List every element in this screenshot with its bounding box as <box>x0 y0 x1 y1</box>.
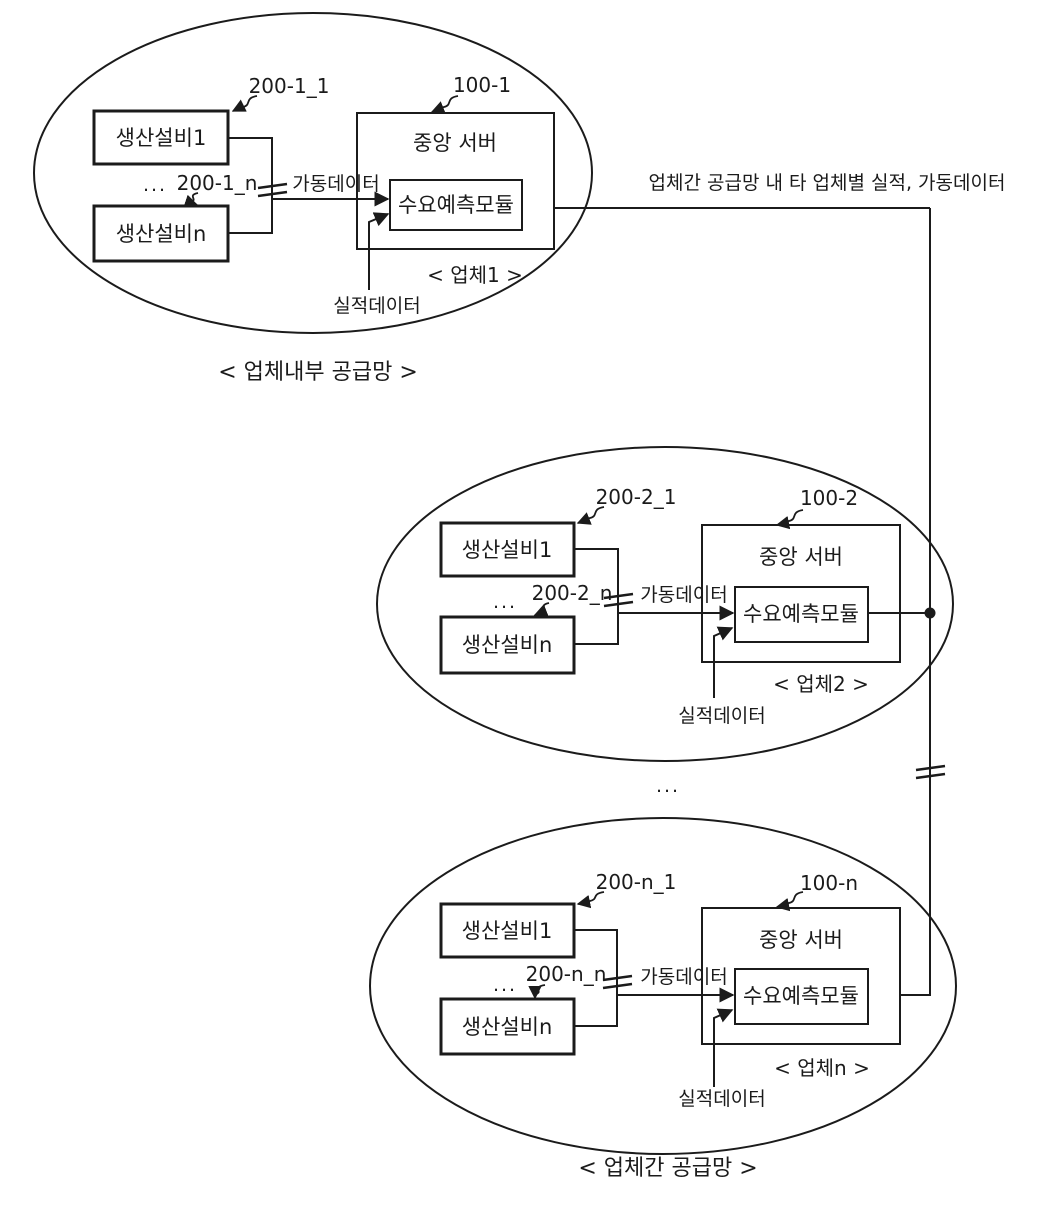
company-n-boundary-ellipse <box>369 817 957 1155</box>
result-data-label: 실적데이터 <box>678 705 765 727</box>
company-2-boundary-ellipse <box>376 446 954 762</box>
operation-data-label: 가동데이터 <box>640 584 727 606</box>
demand-prediction-module-box <box>734 968 869 1025</box>
demand-prediction-module-label: 수요예측모듈 <box>743 602 859 626</box>
leader-ref-facility-1 <box>576 506 605 525</box>
leader-ref-facility-1 <box>576 891 605 909</box>
collector-break-mark <box>602 982 633 990</box>
result-data-label: 실적데이터 <box>333 295 420 317</box>
leader-ref-facility-n <box>183 192 199 208</box>
facility-n-box <box>439 615 576 675</box>
demand-prediction-module-box <box>734 586 869 643</box>
facility-1-label: 생산설비1 <box>462 538 553 562</box>
facility-n-label: 생산설비n <box>462 1015 553 1039</box>
leader-ref-facility-1 <box>231 95 258 112</box>
facility-n-label: 생산설비n <box>462 633 553 657</box>
facility-1-box <box>439 902 576 959</box>
central-server-title: 중앙 서버 <box>759 545 843 569</box>
facility-n-label: 생산설비n <box>116 222 207 246</box>
facility-1-label: 생산설비1 <box>462 919 553 943</box>
external-network-caption: < 업체간 공급망 > <box>578 1156 757 1181</box>
company-n-id-label: < 업체n > <box>774 1056 870 1080</box>
facility-ellipsis: ... <box>493 974 517 996</box>
ref-facility-n-label: 200-1_n <box>177 171 258 195</box>
bus-break-mark <box>915 764 946 772</box>
central-server-title: 중앙 서버 <box>413 131 497 155</box>
ref-facility-1-label: 200-1_1 <box>249 74 330 98</box>
result-data-arrow <box>713 626 734 698</box>
between-companies-ellipsis: ... <box>656 775 680 797</box>
demand-prediction-module-box <box>389 179 523 231</box>
result-data-label: 실적데이터 <box>678 1088 765 1110</box>
company-2-group: 생산설비1 생산설비n ... 200-2_1 200-2_n 100-2 중앙… <box>376 446 954 762</box>
central-server-title: 중앙 서버 <box>759 928 843 952</box>
facility-1-box <box>92 109 230 166</box>
collector-break-mark <box>602 974 633 982</box>
ref-facility-n-label: 200-n_n <box>526 962 607 986</box>
demand-prediction-module-label: 수요예측모듈 <box>743 984 859 1008</box>
demand-prediction-module-label: 수요예측모듈 <box>398 193 514 217</box>
facility-1-label: 생산설비1 <box>116 126 207 150</box>
ref-server-label: 100-2 <box>800 486 858 510</box>
collector-break-mark <box>257 182 288 190</box>
collector-break-mark <box>603 592 634 600</box>
leader-ref-server <box>430 95 459 114</box>
facility-1-box <box>439 521 576 578</box>
leader-ref-server <box>775 509 804 530</box>
collector-break-mark <box>603 600 634 608</box>
ref-facility-n-label: 200-2_n <box>532 581 613 605</box>
ref-server-label: 100-1 <box>453 73 511 97</box>
company-1-id-label: < 업체1 > <box>427 263 523 287</box>
company-1-group: 생산설비1 생산설비n ... 200-1_1 200-1_n 100-1 중앙… <box>33 12 593 334</box>
internal-network-caption: < 업체내부 공급망 > <box>218 360 418 385</box>
leader-ref-facility-n <box>528 984 546 1000</box>
facility-ellipsis: ... <box>143 174 167 196</box>
leader-ref-facility-n <box>533 602 550 617</box>
operation-data-label: 가동데이터 <box>640 966 727 988</box>
result-data-arrow <box>368 212 390 290</box>
collector-break-mark <box>257 190 288 198</box>
bus-junction-dot <box>924 607 936 619</box>
company-2-id-label: < 업체2 > <box>773 672 869 696</box>
ref-facility-1-label: 200-n_1 <box>596 870 677 894</box>
bus-break-mark <box>915 772 946 780</box>
shared-link-label: 업체간 공급망 내 타 업체별 실적, 가동데이터 <box>649 172 1006 194</box>
result-data-arrow <box>713 1008 734 1087</box>
ref-server-label: 100-n <box>800 871 858 895</box>
leader-ref-server <box>775 891 804 912</box>
facility-n-box <box>92 204 230 263</box>
operation-data-label: 가동데이터 <box>292 173 379 195</box>
facility-ellipsis: ... <box>493 591 517 613</box>
company-1-boundary-ellipse <box>33 12 593 334</box>
ref-facility-1-label: 200-2_1 <box>596 485 677 509</box>
company-n-group: 생산설비1 생산설비n ... 200-n_1 200-n_n 100-n 중앙… <box>369 817 957 1155</box>
